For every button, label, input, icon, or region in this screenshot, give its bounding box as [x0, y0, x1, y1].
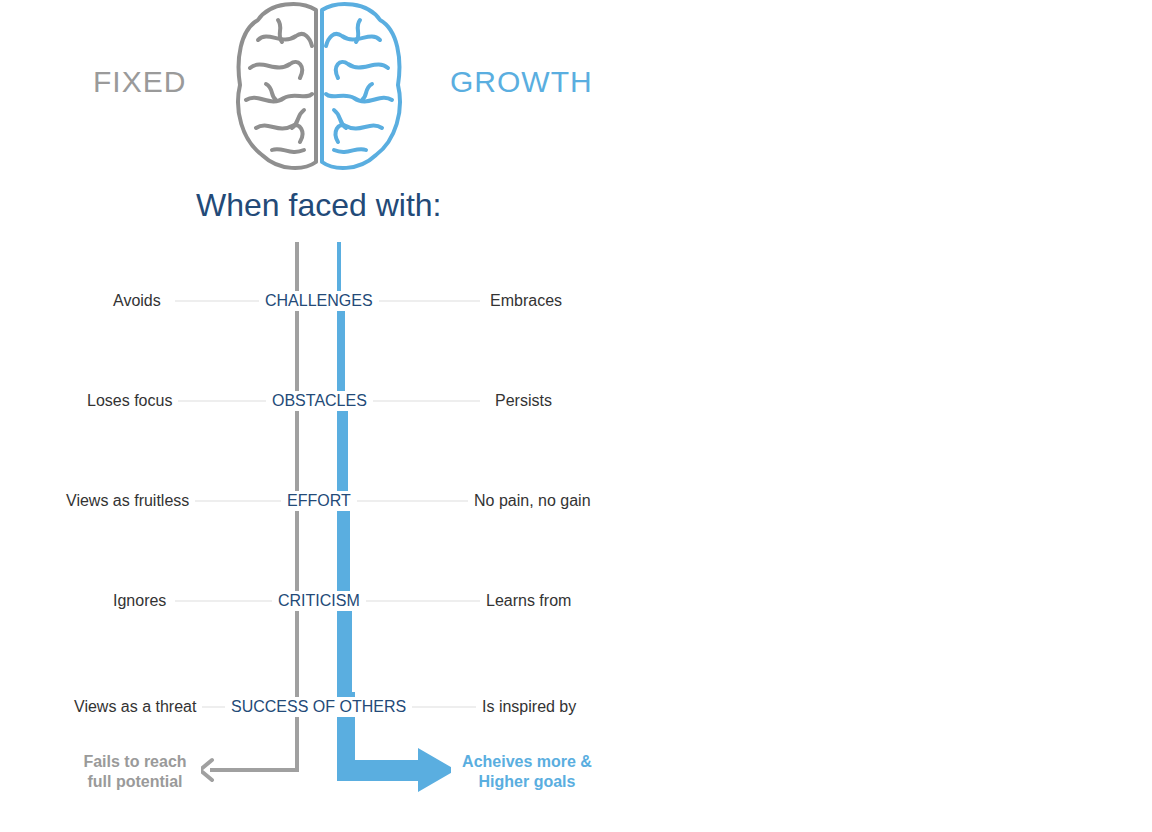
situation-label: CHALLENGES — [259, 291, 379, 311]
fixed-response: Views as fruitless — [60, 491, 195, 511]
mindset-heading: FIXED — [91, 63, 188, 101]
situation-label: CRITICISM — [272, 591, 366, 611]
situation-label: OBSTACLES — [266, 391, 373, 411]
situation-label: EFFORT — [281, 491, 357, 511]
fixed-response: Views as a threat — [68, 697, 202, 717]
growth-response: Embraces — [484, 291, 568, 311]
growth-response: Is inspired by — [476, 697, 582, 717]
growth-response: No pain, no gain — [468, 491, 597, 511]
growth-response: Learns from — [480, 591, 577, 611]
fixed-response: Ignores — [107, 591, 172, 611]
brain-right — [322, 4, 400, 168]
diagram-title: When faced with: — [192, 185, 445, 225]
brain-left — [238, 4, 316, 168]
growth-outcome: Acheives more & Higher goals — [451, 752, 603, 792]
fixed-response: Loses focus — [81, 391, 178, 411]
fixed-outcome: Fails to reach full potential — [69, 752, 201, 792]
mindset-heading: GROWTH — [448, 63, 595, 101]
situation-label: SUCCESS OF OTHERS — [225, 697, 412, 717]
row-lines — [175, 301, 480, 707]
growth-response: Persists — [489, 391, 558, 411]
fixed-response: Avoids — [107, 291, 167, 311]
